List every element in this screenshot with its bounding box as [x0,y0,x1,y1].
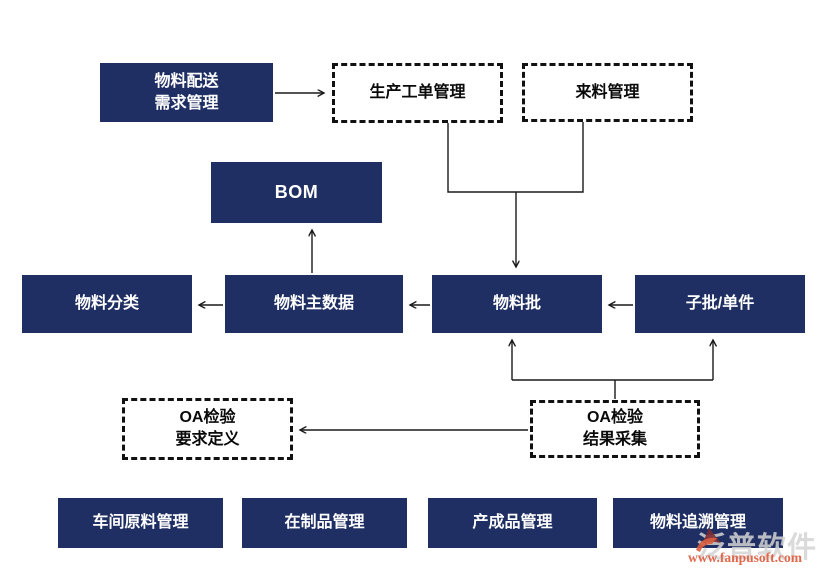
node-label: OA检验 [179,409,236,427]
node-material-trace: 物料追溯管理 [613,498,783,548]
node-label: 物料主数据 [273,295,354,313]
node-label: 物料配送 [154,72,219,90]
node-label: OA检验 [586,409,643,427]
node-bom: BOM [211,162,382,223]
node-production-order: 生产工单管理 [332,63,503,123]
node-label: 产成品管理 [472,514,553,532]
node-label: 要求定义 [175,431,240,448]
node-label: 需求管理 [154,94,219,112]
node-label: 物料批 [492,295,541,313]
node-qa-requirement: OA检验 要求定义 [122,398,293,460]
node-label: 结果采集 [582,431,647,448]
node-incoming-material: 来料管理 [522,63,693,122]
node-label: 在制品管理 [284,514,365,532]
node-qa-result: OA检验 结果采集 [530,400,700,458]
node-material-batch: 物料批 [432,275,602,333]
node-label: BOM [274,182,319,203]
node-label: 来料管理 [575,83,640,101]
node-label: 子批/单件 [685,295,755,313]
node-workshop-material: 车间原料管理 [58,498,223,548]
node-label: 物料追溯管理 [649,514,746,532]
node-sub-batch: 子批/单件 [635,275,805,333]
node-label: 物料分类 [74,295,139,313]
node-material-master: 物料主数据 [225,275,403,333]
node-label: 生产工单管理 [369,84,466,102]
node-wip: 在制品管理 [242,498,407,548]
node-material-category: 物料分类 [22,275,192,333]
node-material-delivery: 物料配送 需求管理 [100,63,273,122]
node-label: 车间原料管理 [92,514,189,532]
node-finished-goods: 产成品管理 [428,498,597,548]
